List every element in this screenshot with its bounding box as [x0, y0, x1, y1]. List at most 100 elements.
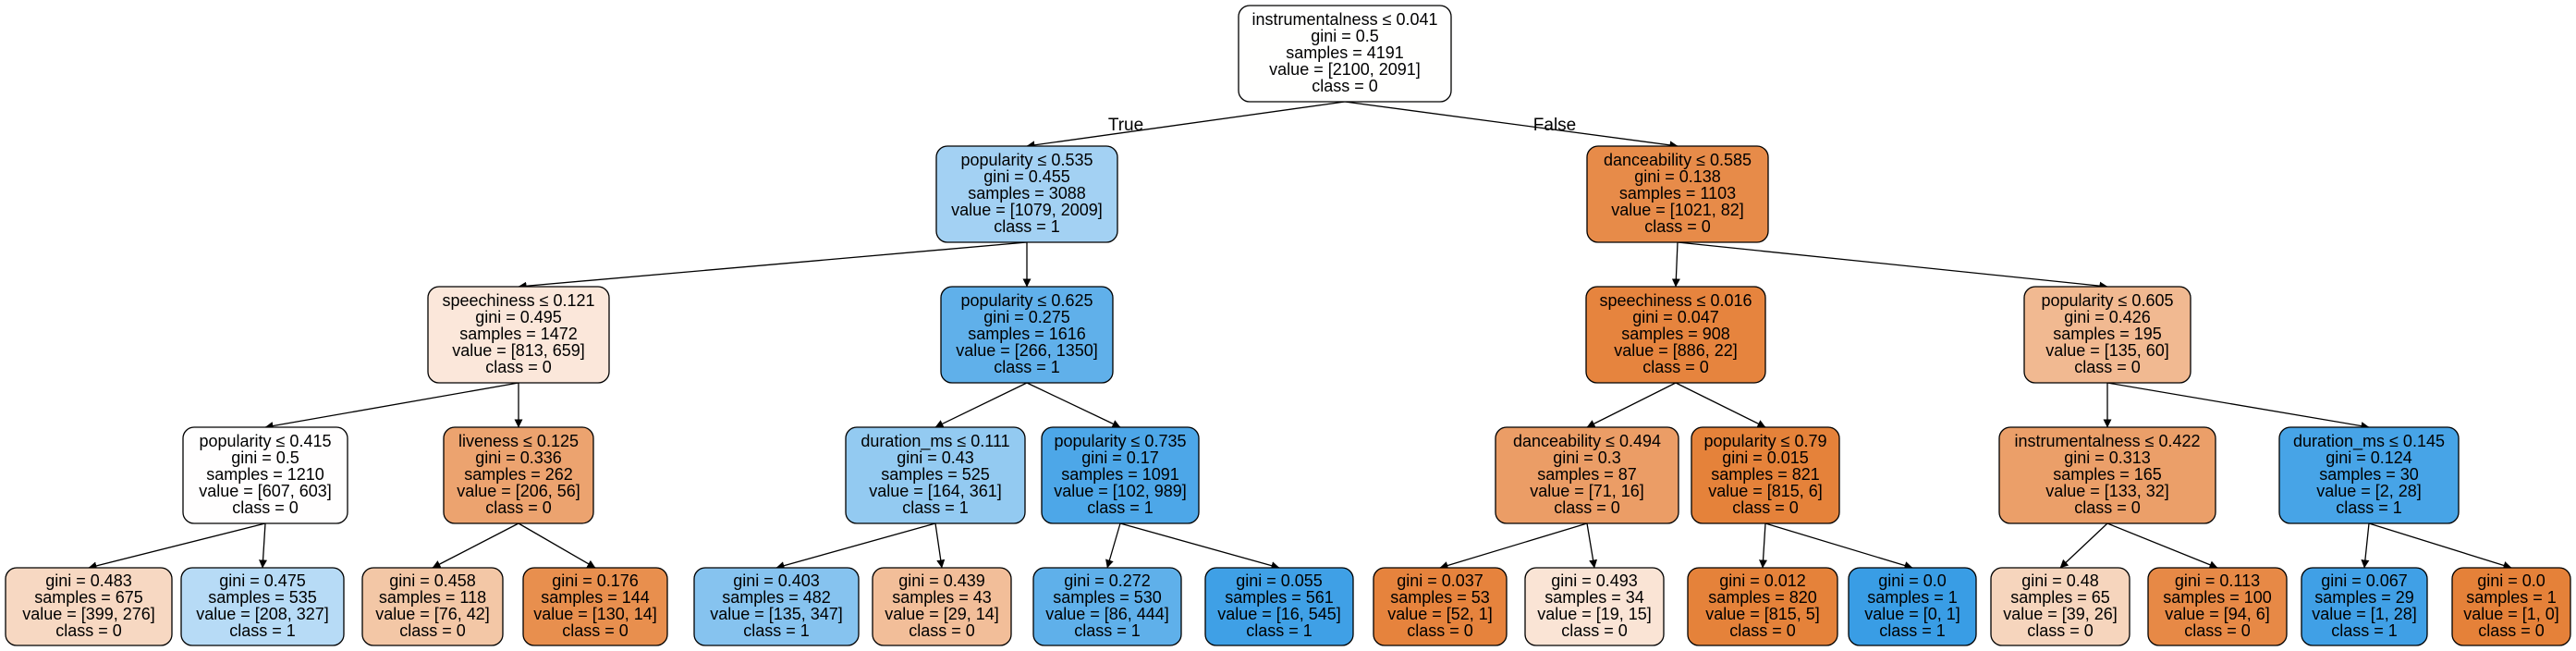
- node-text-line: value = [29, 14]: [885, 605, 999, 623]
- node-text-line: value = [886, 22]: [1614, 341, 1738, 360]
- node-text-line: class = 1: [1087, 498, 1154, 517]
- node-box: [427, 286, 610, 384]
- node-text-line: value = [133, 32]: [2045, 482, 2169, 500]
- node-text-line: class = 0: [2478, 621, 2545, 640]
- edge-n9-n20: [934, 522, 946, 569]
- node-text-line: class = 1: [1246, 621, 1312, 640]
- node-text-line: value = [607, 603]: [199, 482, 332, 500]
- node-text-line: samples = 535: [208, 588, 317, 607]
- node-text-line: danceability ≤ 0.494: [1513, 432, 1661, 450]
- node-text-line: danceability ≤ 0.585: [1604, 151, 1752, 169]
- node-box: [935, 145, 1118, 243]
- node-box: [2147, 567, 2288, 646]
- node-text-line: popularity ≤ 0.605: [2042, 291, 2174, 310]
- node-text-line: value = [0, 1]: [1864, 605, 1960, 623]
- node-text-line: class = 0: [1729, 621, 1796, 640]
- node-text-line: samples = 144: [541, 588, 650, 607]
- node-text-line: samples = 30: [2319, 465, 2419, 484]
- edge-n8-n17: [432, 522, 519, 569]
- node-text-line: samples = 165: [2053, 465, 2162, 484]
- node-text-line: gini = 0.403: [733, 571, 820, 590]
- node-text-line: samples = 29: [2314, 588, 2414, 607]
- node-text-line: gini = 0.176: [552, 571, 639, 590]
- node-text-line: samples = 1091: [1061, 465, 1179, 484]
- node-text-line: value = [71, 16]: [1530, 482, 1644, 500]
- node-text-line: value = [164, 361]: [869, 482, 1002, 500]
- node-text-line: gini = 0.275: [983, 308, 1070, 326]
- edge-n3-n7: [264, 382, 519, 430]
- node-text-line: liveness ≤ 0.125: [458, 432, 579, 450]
- node-text-line: popularity ≤ 0.535: [961, 151, 1093, 169]
- node-text-line: class = 1: [994, 358, 1060, 376]
- node-box: [1238, 5, 1452, 103]
- node-box: [5, 567, 173, 646]
- node-text-line: value = [102, 989]: [1054, 482, 1187, 500]
- edge-n11-n23: [1439, 522, 1588, 570]
- edge-n14-n30: [2368, 522, 2512, 570]
- node-box: [1032, 567, 1182, 646]
- node-text-line: class = 0: [232, 498, 299, 517]
- edge-n14-n29: [2361, 522, 2370, 569]
- node-text-line: class = 0: [55, 621, 122, 640]
- edge-n8-n18: [518, 522, 596, 569]
- node-text-line: value = [130, 14]: [533, 605, 657, 623]
- node-text-line: samples = 195: [2053, 325, 2162, 343]
- edge-n12-n26: [1764, 522, 1913, 570]
- node-text-line: gini = 0.313: [2064, 448, 2151, 467]
- node-text-line: gini = 0.5: [231, 448, 299, 467]
- node-text-line: samples = 1616: [968, 325, 1086, 343]
- node-text-line: samples = 34: [1544, 588, 1644, 607]
- node-box: [522, 567, 668, 646]
- node-text-line: class = 0: [1561, 621, 1628, 640]
- node-text-line: class = 0: [485, 498, 552, 517]
- node-text-line: value = [52, 1]: [1387, 605, 1493, 623]
- node-text-line: gini = 0.113: [2175, 571, 2260, 590]
- node-box: [1990, 567, 2130, 646]
- node-box: [845, 426, 1026, 524]
- node-text-line: value = [813, 659]: [452, 341, 585, 360]
- node-text-line: samples = 1210: [206, 465, 324, 484]
- node-box: [361, 567, 504, 646]
- node-text-line: gini = 0.483: [45, 571, 132, 590]
- node-box: [1041, 426, 1200, 524]
- node-text-line: class = 0: [1312, 77, 1378, 95]
- node-text-line: speechiness ≤ 0.121: [443, 291, 595, 310]
- node-text-line: class = 1: [1879, 621, 1946, 640]
- node-text-line: samples = 3088: [968, 184, 1086, 203]
- node-text-line: value = [1, 28]: [2312, 605, 2417, 623]
- edge-n13-n27: [2059, 522, 2108, 569]
- node-text-line: value = [135, 60]: [2045, 341, 2169, 360]
- edge-n0-n2: [1344, 101, 1679, 150]
- node-text-line: samples = 53: [1390, 588, 1490, 607]
- node-text-line: gini = 0.17: [1081, 448, 1159, 467]
- node-text-line: value = [1021, 82]: [1611, 201, 1744, 219]
- node-text-line: popularity ≤ 0.415: [200, 432, 332, 450]
- node-box: [693, 567, 860, 646]
- node-text-line: samples = 65: [2010, 588, 2110, 607]
- node-text-line: samples = 1: [1867, 588, 1958, 607]
- node-text-line: class = 0: [1642, 358, 1709, 376]
- node-text-line: duration_ms ≤ 0.111: [861, 432, 1009, 451]
- node-text-line: instrumentalness ≤ 0.422: [2015, 432, 2201, 450]
- node-box: [940, 286, 1114, 384]
- node-box: [2278, 426, 2460, 524]
- node-text-line: gini = 0.458: [389, 571, 476, 590]
- node-text-line: samples = 530: [1053, 588, 1162, 607]
